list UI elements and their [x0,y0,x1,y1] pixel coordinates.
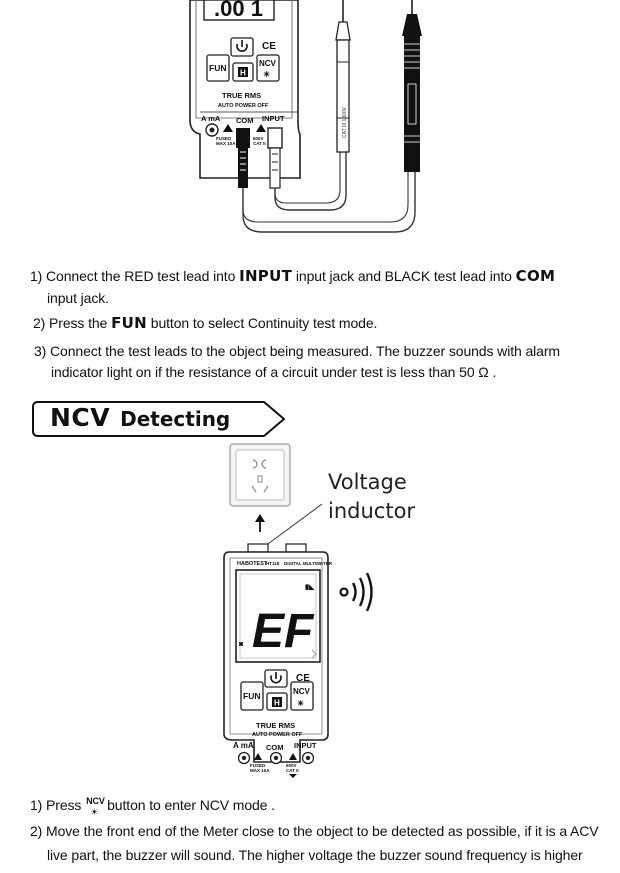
top-ce-mark: CE [262,41,276,52]
top-true-rms: TRUE RMS [222,91,261,100]
ncv-step-1: 1) Press NCV☀button to enter NCV mode . [30,795,275,817]
keyword-fun: FUN [111,314,147,332]
power-icon [270,672,282,684]
svg-text:.00 1: .00 1 [214,0,263,21]
svg-text:FUSED: FUSED [250,763,266,768]
continuity-step-3-line2: indicator light on if the resistance of … [51,364,497,380]
ncv-light-icon: ☀ [90,807,99,817]
svg-text:CAT II: CAT II [253,141,266,146]
ncv-ncv-button[interactable] [290,681,314,711]
svg-text:600V: 600V [286,763,297,768]
top-ncv-label: NCV [259,59,277,68]
svg-text:H: H [240,69,246,78]
top-meter: .00 1 CE FUN H NCV ☀ TRUE RMS AUTO POWER… [189,0,301,189]
keyword-com: COM [515,267,556,285]
red-test-probe: CAT III 1000V [335,0,351,153]
top-ncv-button[interactable] [256,54,280,82]
black-plug [236,128,250,148]
warning-triangle-icon [256,124,266,132]
ncv-inline-icon: NCV☀ [85,796,107,817]
continuity-step-2: 2) Press the FUN button to select Contin… [33,314,378,332]
warning-triangle-icon [289,753,297,760]
hold-icon [272,697,282,707]
ncv-step-2-line1: 2) Move the front end of the Meter close… [30,823,599,839]
ncv-display [235,569,321,663]
ncv-step-2-line2: live part, the buzzer will sound. The hi… [47,847,583,863]
svg-text:◙: ◙ [239,641,243,648]
up-arrow-icon [255,514,265,532]
continuity-step-3-line1: 3) Connect the test leads to the object … [34,343,560,359]
top-auto-power-off: AUTO POWER OFF [218,103,269,109]
socket-icon [229,443,291,507]
svg-text:MAX 10A: MAX 10A [250,768,270,773]
ncv-section-heading: NCV Detecting [32,401,286,437]
top-jack-com: COM [236,116,254,125]
ncv-auto-power-off: AUTO POWER OFF [252,732,303,738]
ncv-meter: HABOTEST HT118 DIGITAL MULTIMETER ▮◣ EF … [223,543,333,778]
svg-text:▮◣: ▮◣ [305,584,315,591]
wave-signal-icon [339,572,373,612]
ncv-illustration: HABOTEST HT118 DIGITAL MULTIMETER ▮◣ EF … [223,443,373,778]
ncv-meter-model: HT118 [266,561,280,566]
callout-line-2: inductor [328,499,416,523]
svg-text:FUSED: FUSED [216,136,232,141]
callout-line-1: Voltage [328,470,407,494]
ncv-display-value: EF [252,605,315,658]
keyword-input: INPUT [239,267,293,285]
warning-triangle-icon [223,124,233,132]
continuity-step-1-cont: input jack. [47,290,109,306]
ncv-jack-input: INPUT [294,741,317,750]
continuity-illustration: .00 1 CE FUN H NCV ☀ TRUE RMS AUTO POWER… [189,0,422,233]
top-jack-a-ma: A mA [201,114,221,123]
svg-text:CAT II: CAT II [286,768,299,773]
continuity-step-1: 1) Connect the RED test lead into INPUT … [30,267,556,285]
ncv-ncv-label: NCV [293,687,311,696]
ncv-heading-big: NCV [50,403,111,432]
ncv-light-icon: ☀ [297,699,304,708]
ncv-jack-com: COM [266,743,284,752]
ncv-meter-brand: HABOTEST [237,561,268,567]
hold-icon [238,67,248,77]
svg-text:600V: 600V [253,136,264,141]
top-fun-button[interactable] [206,54,230,82]
ncv-heading-small: Detecting [120,407,231,431]
svg-text:CAT III 1000V: CAT III 1000V [342,106,348,138]
red-plug [267,127,283,149]
svg-text:MAX 10A: MAX 10A [216,141,236,146]
ncv-light-icon: ☀ [263,70,270,79]
ncv-fun-label: FUN [243,691,260,701]
ncv-fun-button[interactable] [240,681,264,711]
ncv-jack-a-ma: A mA [233,741,254,750]
power-icon [236,40,248,52]
top-display [203,0,275,21]
top-fun-label: FUN [209,63,226,73]
ncv-ce-mark: CE [296,673,310,684]
warning-triangle-icon [254,753,262,760]
ncv-true-rms: TRUE RMS [256,721,295,730]
svg-text:H: H [274,699,280,708]
black-test-probe [402,0,422,172]
top-jack-input: INPUT [262,114,285,123]
ncv-meter-subtitle: DIGITAL MULTIMETER [284,561,333,566]
